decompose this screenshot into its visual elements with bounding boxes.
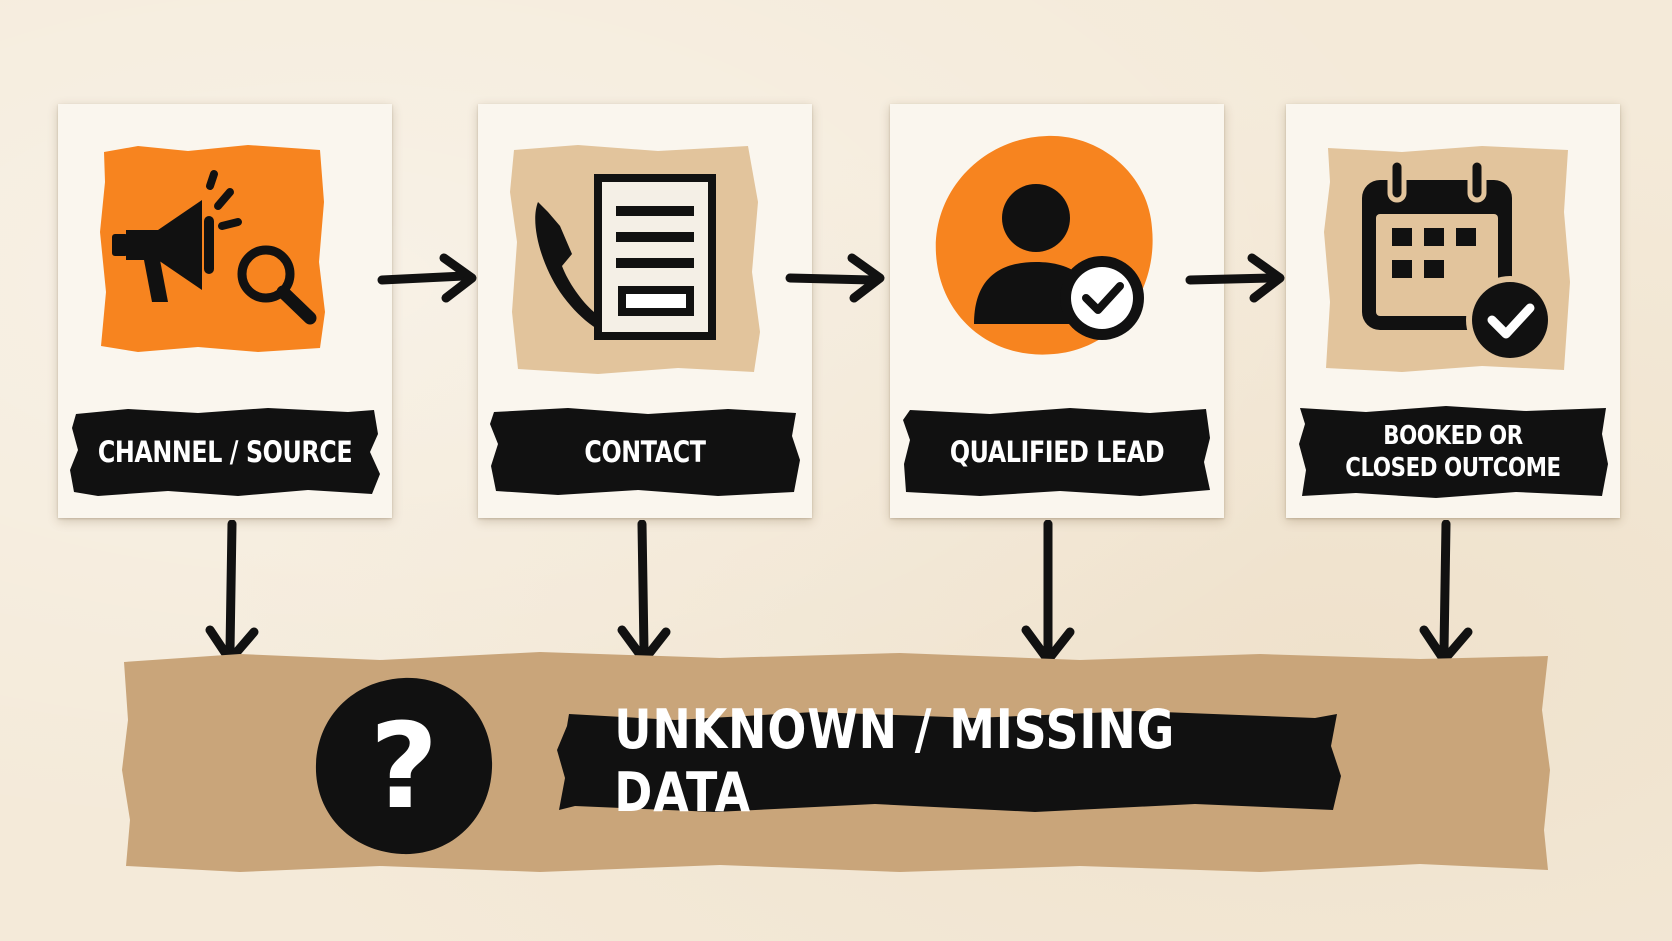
drop-arrow-channel (205, 520, 259, 665)
icon-tile-contact (508, 142, 764, 378)
check-badge-icon (1060, 256, 1144, 340)
phone-icon (535, 202, 628, 338)
missing-data-label-brush (557, 711, 1341, 812)
calendar-icon (1362, 157, 1512, 330)
stage-card-booked-closed: BOOKED OR CLOSED OUTCOME (1286, 104, 1620, 518)
megaphone-icon (112, 200, 214, 302)
icon-tile-channel (98, 142, 328, 354)
stage-label-text: QUALIFIED LEAD (949, 435, 1165, 469)
form-document-icon (594, 174, 716, 340)
stage-label-text: CHANNEL / SOURCE (97, 435, 353, 469)
stage-label-booked-closed: BOOKED OR CLOSED OUTCOME (1296, 404, 1610, 500)
question-mark-icon: ? (369, 697, 439, 835)
drop-arrow-qualified (1021, 520, 1075, 665)
magnifier-icon (237, 245, 317, 325)
stage-label-qualified-lead: QUALIFIED LEAD (900, 404, 1214, 500)
icon-tile-booked-closed (1322, 142, 1574, 378)
missing-data-label: UNKNOWN / MISSING DATA (614, 698, 1176, 824)
drop-arrow-contact (617, 520, 671, 665)
stage-card-channel-source: CHANNEL / SOURCE (58, 104, 392, 518)
check-badge-icon (1466, 276, 1554, 364)
drop-arrow-booked (1419, 520, 1473, 665)
flow-arrow-contact-to-qualified (785, 253, 885, 303)
stage-card-contact: CONTACT (478, 104, 812, 518)
question-circle (315, 677, 493, 855)
stage-label-contact: CONTACT (488, 404, 802, 500)
flow-arrow-qualified-to-booked (1185, 253, 1285, 303)
stage-card-qualified-lead: QUALIFIED LEAD (890, 104, 1224, 518)
stage-label-text: CONTACT (584, 435, 706, 469)
stage-label-text: BOOKED OR CLOSED OUTCOME (1345, 421, 1561, 483)
stage-label-channel-source: CHANNEL / SOURCE (68, 404, 382, 500)
icon-tile-qualified-lead (922, 128, 1172, 364)
flow-arrow-channel-to-contact (377, 253, 477, 303)
